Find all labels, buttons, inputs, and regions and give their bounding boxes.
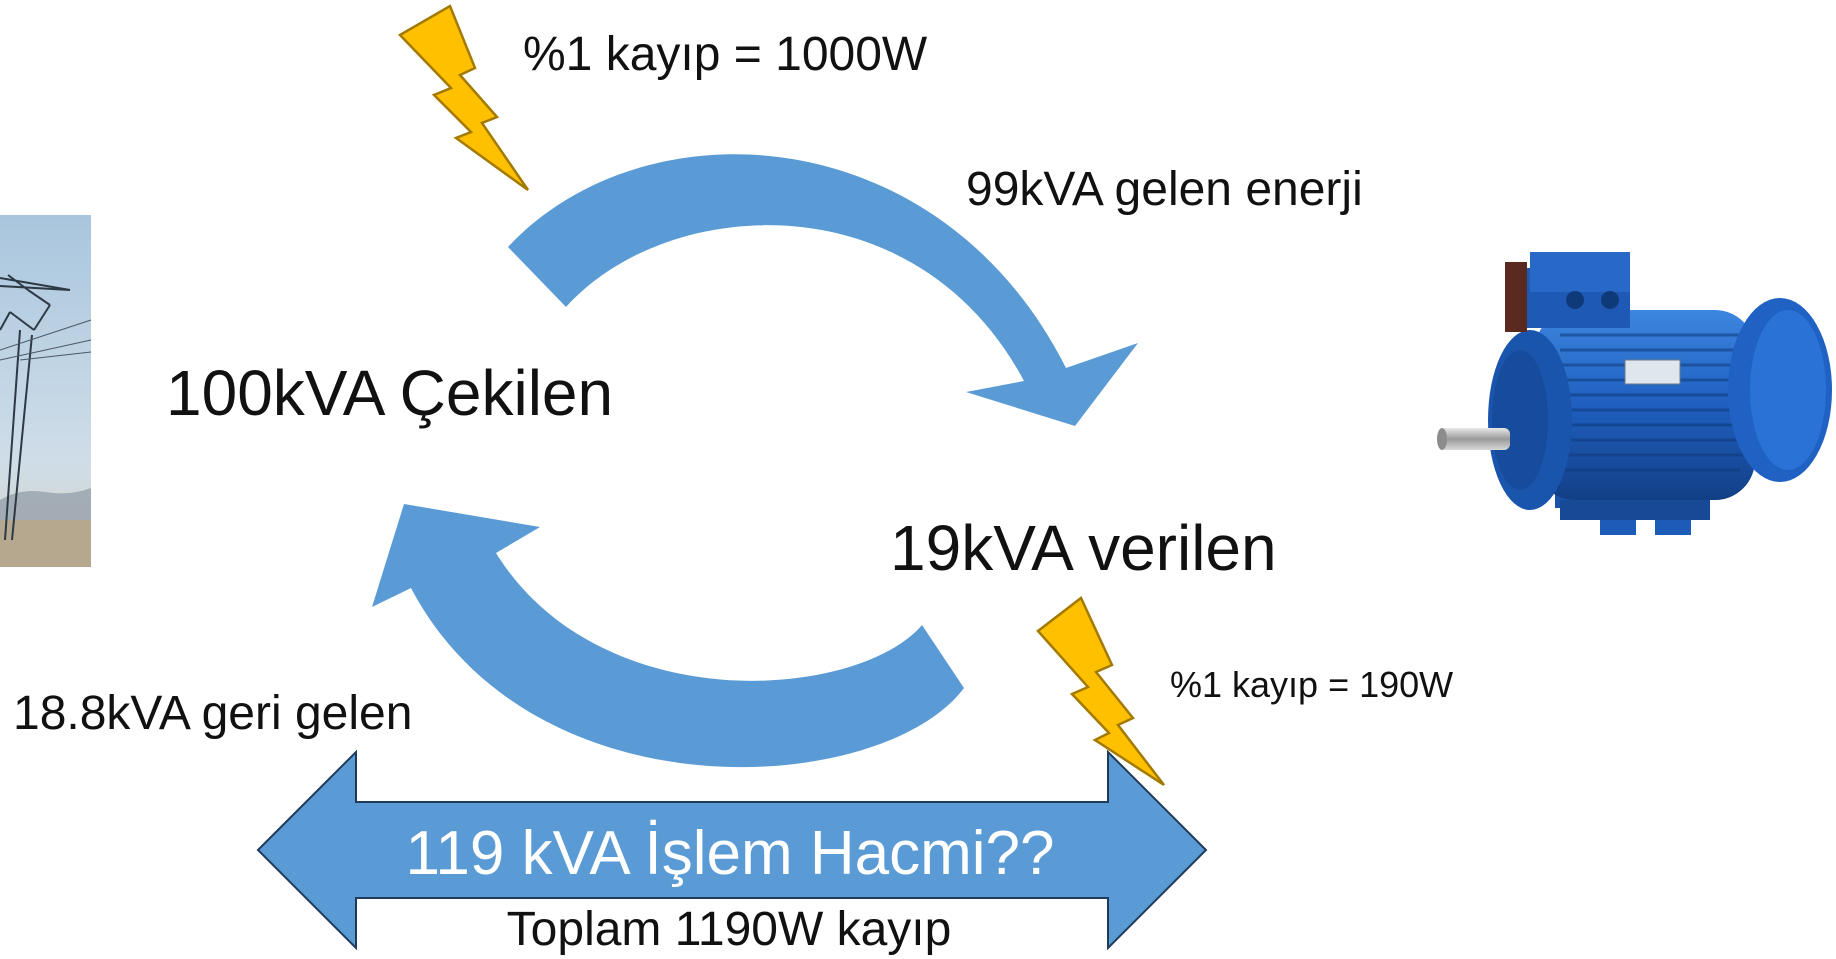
returned-power-label: 18.8kVA geri gelen — [13, 687, 412, 740]
total-loss-label: Toplam 1190W kayıp — [507, 903, 952, 956]
transmission-tower-photo — [0, 215, 92, 567]
transaction-volume-label: 119 kVA İşlem Hacmi?? — [406, 819, 1055, 888]
lightning-bolt-top-icon — [397, 4, 530, 192]
curved-arrow-bottom — [372, 504, 964, 768]
curved-arrow-top — [508, 154, 1138, 426]
incoming-energy-label: 99kVA gelen enerji — [966, 163, 1363, 216]
lightning-bolt-bottom-icon — [1036, 596, 1165, 787]
double-headed-arrow — [256, 749, 1208, 951]
drawn-power-label: 100kVA Çekilen — [166, 357, 613, 429]
loss-bottom-label: %1 kayıp = 190W — [1170, 664, 1453, 705]
electric-motor-photo — [1437, 252, 1832, 535]
delivered-power-label: 19kVA verilen — [890, 512, 1277, 584]
loss-top-label: %1 kayıp = 1000W — [523, 28, 928, 81]
